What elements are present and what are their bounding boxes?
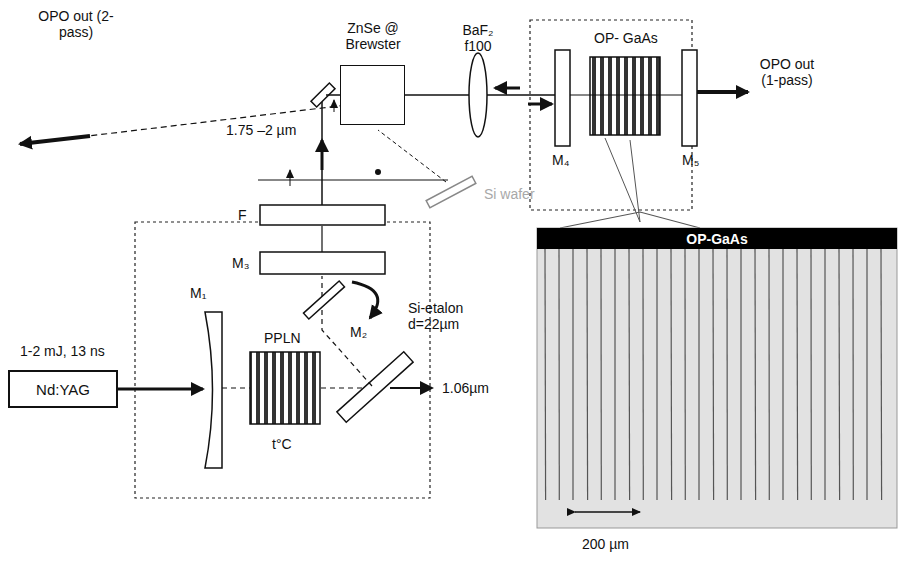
domain-line: [684, 249, 685, 500]
opo-enclosure: [135, 222, 430, 498]
domain-line: [656, 249, 657, 500]
micrograph: [537, 228, 897, 528]
domain-line: [544, 249, 546, 500]
tilt-arrow: [352, 282, 378, 318]
leader-line: [560, 212, 700, 228]
si-wafer: [426, 176, 476, 207]
node-label: OP-GaAs: [686, 231, 747, 247]
polarization-dot: [375, 169, 381, 175]
opo-enclosure: [530, 20, 692, 210]
laser-box: Nd:YAG: [8, 370, 118, 408]
mirror-label: M₃: [232, 255, 249, 271]
mirror-label: M₂: [350, 324, 367, 340]
etalon-label: Si-etalon d=22µm: [408, 300, 488, 332]
beam: [321, 95, 323, 205]
domain-line: [614, 249, 615, 500]
mirror: [682, 50, 697, 146]
domain-line: [698, 249, 699, 500]
filter-label: F: [238, 207, 247, 223]
beam-arrow: [321, 140, 324, 170]
pump-beam: [118, 388, 203, 391]
micrograph-band: OP-GaAs: [537, 228, 897, 249]
domain-line: [852, 249, 853, 500]
beam: [258, 180, 448, 181]
etalon: [303, 281, 344, 319]
beam: [378, 130, 446, 182]
mirror: [555, 50, 570, 146]
concave-mirror: [205, 312, 222, 468]
pulse-label: 1-2 mJ, 13 ns: [20, 343, 105, 359]
filter: [260, 205, 385, 225]
leader-line: [605, 138, 640, 222]
output-label: OPO out (2-pass): [34, 8, 118, 40]
crystal-box: ZnSe @ Brewster: [340, 65, 405, 125]
mirror: [260, 252, 385, 274]
beam: [321, 226, 322, 252]
domain-line: [754, 249, 756, 500]
domain-line: [628, 249, 630, 500]
output-arrow: [697, 90, 748, 94]
domain-line: [880, 249, 882, 500]
domain-line: [810, 249, 811, 500]
node-label: ZnSe @ Brewster: [327, 20, 419, 52]
domain-line: [586, 249, 588, 500]
wavelength-label: 1.75 –2 µm: [226, 122, 296, 138]
domain-line: [824, 249, 825, 500]
beam-arrow: [528, 103, 552, 106]
gaas-crystal: [590, 57, 660, 135]
output-arrow: [20, 136, 90, 144]
domain-line: [642, 249, 643, 500]
domain-line: [712, 249, 714, 500]
scale-bar: [575, 511, 640, 513]
domain-line: [670, 249, 672, 500]
domain-lines: [545, 249, 882, 500]
wafer-label: Si wafer: [484, 186, 535, 202]
domain-line: [768, 249, 769, 500]
scale-label: 200 µm: [582, 536, 629, 552]
temperature-label: t°C: [272, 436, 292, 452]
domain-line: [782, 249, 783, 500]
domain-line: [796, 249, 798, 500]
domain-line: [866, 249, 867, 500]
ppln-crystal: [250, 352, 320, 424]
polarization-arrow: [290, 170, 291, 186]
leader-line: [630, 140, 640, 222]
domain-line: [572, 249, 573, 500]
domain-line: [726, 249, 727, 500]
crystal-label: PPLN: [264, 330, 301, 346]
node-label: Nd:YAG: [36, 381, 90, 398]
domain-line: [600, 249, 601, 500]
mirror-label: M₁: [190, 285, 206, 301]
mirror-label: M₅: [682, 152, 699, 168]
domain-line: [838, 249, 840, 500]
beam: [570, 95, 682, 96]
crystal-label: OP- GaAs: [594, 30, 658, 46]
domain-line: [740, 249, 741, 500]
beam-arrow: [495, 87, 520, 90]
wavelength-label: 1.06µm: [442, 380, 489, 396]
domain-line: [558, 249, 559, 500]
output-label: OPO out (1-pass): [752, 56, 822, 88]
lens: [469, 53, 487, 137]
pump-out-beam: [390, 387, 432, 389]
mirror-label: M₄: [552, 152, 569, 168]
lens-label: BaF₂ f100: [452, 22, 504, 54]
